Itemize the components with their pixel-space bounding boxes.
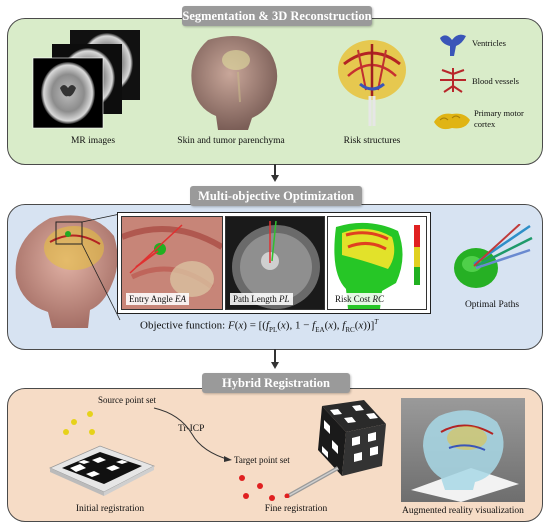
ventricles-icon: [440, 34, 466, 56]
entry-angle-image: Entry Angle EA: [121, 216, 223, 310]
optimal-paths-label: Optimal Paths: [464, 300, 520, 310]
ar-visualization-label: Augmented reality visualization: [402, 506, 524, 516]
motor-cortex-label: Primary motor cortex: [474, 108, 524, 129]
entry-angle-label: Entry Angle EA: [126, 293, 189, 305]
blood-vessels-label: Blood vessels: [472, 76, 519, 86]
tr-icp-arrow: [153, 407, 232, 462]
segmentation-header: Segmentation & 3D Reconstruction: [182, 6, 372, 26]
risk-cost-image: Risk Cost RC: [327, 216, 427, 310]
flow-arrow-2-line: [274, 349, 276, 363]
registration-header: Hybrid Registration: [202, 373, 350, 393]
risk-cost-label: Risk Cost RC: [332, 293, 388, 305]
risk-structures-label: Risk structures: [343, 136, 401, 146]
flow-arrow-1-head: [271, 175, 279, 182]
source-point-set-label: Source point set: [98, 395, 156, 405]
objective-function: Objective function: F(x) = [(fPL(x), 1 −…: [140, 318, 379, 334]
path-length-label: Path Length PL: [230, 293, 293, 305]
motor-cortex-icon: [434, 113, 470, 130]
initial-registration-label: Initial registration: [75, 504, 145, 514]
ar-visualization-photo: [401, 398, 525, 502]
ventricles-label: Ventricles: [472, 38, 506, 48]
fine-registration-label: Fine registration: [264, 504, 328, 514]
target-points: [239, 475, 275, 501]
optimization-header: Multi-objective Optimization: [190, 186, 362, 206]
blood-vessels-icon: [440, 68, 466, 93]
tr-icp-label: Tr-ICP: [178, 424, 205, 434]
mr-images-label: MR images: [70, 136, 116, 146]
flow-arrow-1-line: [274, 164, 276, 176]
zoom-connector: [81, 213, 121, 321]
target-point-set-label: Target point set: [234, 455, 290, 465]
flow-arrow-2-head: [271, 362, 279, 369]
path-length-image: Path Length PL: [225, 216, 325, 310]
skin-tumor-label: Skin and tumor parenchyma: [177, 136, 285, 146]
source-points: [63, 411, 95, 435]
